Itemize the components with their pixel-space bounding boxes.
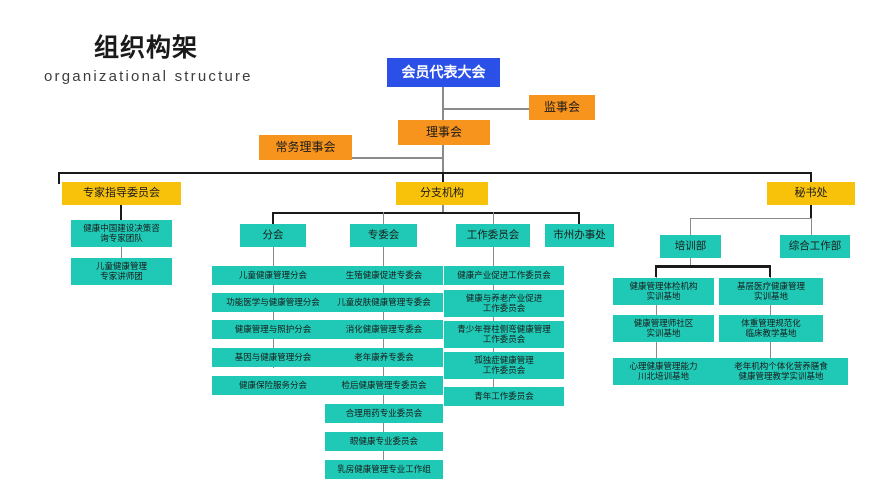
connector-branch-drop-city [578, 212, 580, 224]
node-training-right-item-0[interactable]: 基层医疗健康管理 实训基地 [719, 278, 823, 305]
node-zhuanwei-item-7[interactable]: 乳房健康管理专业工作组 [325, 460, 443, 479]
node-council[interactable]: 理事会 [398, 120, 490, 145]
node-zhuanwei-item-0[interactable]: 生殖健康促进专委会 [325, 266, 443, 285]
connector-assembly-supervisory [442, 108, 529, 110]
node-work-committee[interactable]: 工作委员会 [456, 224, 530, 247]
node-zhuanweihui[interactable]: 专委会 [350, 224, 417, 247]
node-work-item-4[interactable]: 青年工作委员会 [444, 387, 564, 406]
connector-bus-drop-secretariat [810, 172, 812, 184]
connector-training-drop-left [655, 265, 657, 277]
connector-branch-drop-fenhui [272, 212, 274, 224]
connector-expert-items [121, 247, 122, 258]
connector-bus-drop-expert [58, 172, 60, 184]
connector-branches-down [442, 205, 444, 213]
node-supervisory[interactable]: 监事会 [529, 95, 595, 120]
page-subtitle: organizational structure [44, 68, 253, 85]
node-city-office[interactable]: 市州办事处 [545, 224, 614, 247]
connector-secretariat-down [810, 205, 812, 218]
node-training-dept[interactable]: 培训部 [660, 235, 721, 258]
node-fenhui[interactable]: 分会 [240, 224, 306, 247]
connector-training-drop-right [769, 265, 771, 277]
node-fenhui-item-1[interactable]: 功能医学与健康管理分会 [212, 293, 334, 312]
node-work-item-3[interactable]: 孤独症健康管理 工作委员会 [444, 352, 564, 379]
connector-training-bus [655, 265, 771, 268]
node-assembly[interactable]: 会员代表大会 [387, 58, 500, 87]
node-zhuanwei-item-2[interactable]: 消化健康管理专委会 [325, 320, 443, 339]
node-work-item-0[interactable]: 健康产业促进工作委员会 [444, 266, 564, 285]
node-zhuanwei-item-6[interactable]: 眼健康专业委员会 [325, 432, 443, 451]
node-zhuanwei-item-1[interactable]: 儿童皮肤健康管理专委会 [325, 293, 443, 312]
node-secretariat[interactable]: 秘书处 [767, 182, 855, 205]
connector-secretariat-bus [690, 218, 812, 219]
node-training-left-item-2[interactable]: 心理健康管理能力 川北培训基地 [613, 358, 714, 385]
node-general-dept[interactable]: 综合工作部 [780, 235, 850, 258]
node-expert-committee[interactable]: 专家指导委员会 [62, 182, 181, 205]
node-fenhui-item-2[interactable]: 健康管理与照护分会 [212, 320, 334, 339]
connector-council-standing [300, 157, 443, 159]
connector-secretariat-drop-training [690, 218, 691, 235]
page-title: 组织构架 [94, 34, 199, 62]
node-work-item-1[interactable]: 健康与养老产业促进 工作委员会 [444, 290, 564, 317]
connector-secretariat-drop-general [811, 218, 812, 235]
connector-main-bus [58, 172, 812, 174]
node-fenhui-item-3[interactable]: 基因与健康管理分会 [212, 348, 334, 367]
node-fenhui-item-4[interactable]: 健康保险服务分会 [212, 376, 334, 395]
node-zhuanwei-item-4[interactable]: 检后健康管理专委员会 [325, 376, 443, 395]
node-standing-council[interactable]: 常务理事会 [259, 135, 352, 160]
connector-branch-drop-zhuanwei [383, 212, 384, 224]
node-expert-item-0[interactable]: 健康中国建设决策咨 询专家团队 [71, 220, 172, 247]
connector-bus-drop-branches [442, 172, 444, 184]
node-training-right-item-2[interactable]: 老年机构个体化营养膳食 健康管理教学实训基地 [714, 358, 848, 385]
node-branches[interactable]: 分支机构 [396, 182, 488, 205]
node-zhuanwei-item-5[interactable]: 合理用药专业委员会 [325, 404, 443, 423]
node-training-left-item-1[interactable]: 健康管理师社区 实训基地 [613, 315, 714, 342]
connector-expert-down [120, 205, 122, 220]
node-training-right-item-1[interactable]: 体重管理规范化 临床教学基地 [719, 315, 823, 342]
node-zhuanwei-item-3[interactable]: 老年康养专委会 [325, 348, 443, 367]
node-work-item-2[interactable]: 青少年脊柱侧弯健康管理 工作委员会 [444, 321, 564, 348]
node-expert-item-1[interactable]: 儿童健康管理 专家讲师团 [71, 258, 172, 285]
node-training-left-item-0[interactable]: 健康管理体检机构 实训基地 [613, 278, 714, 305]
connector-branches-bus [272, 212, 579, 214]
connector-branch-drop-work [493, 212, 494, 224]
node-fenhui-item-0[interactable]: 儿童健康管理分会 [212, 266, 334, 285]
connector-training-down [690, 258, 691, 266]
